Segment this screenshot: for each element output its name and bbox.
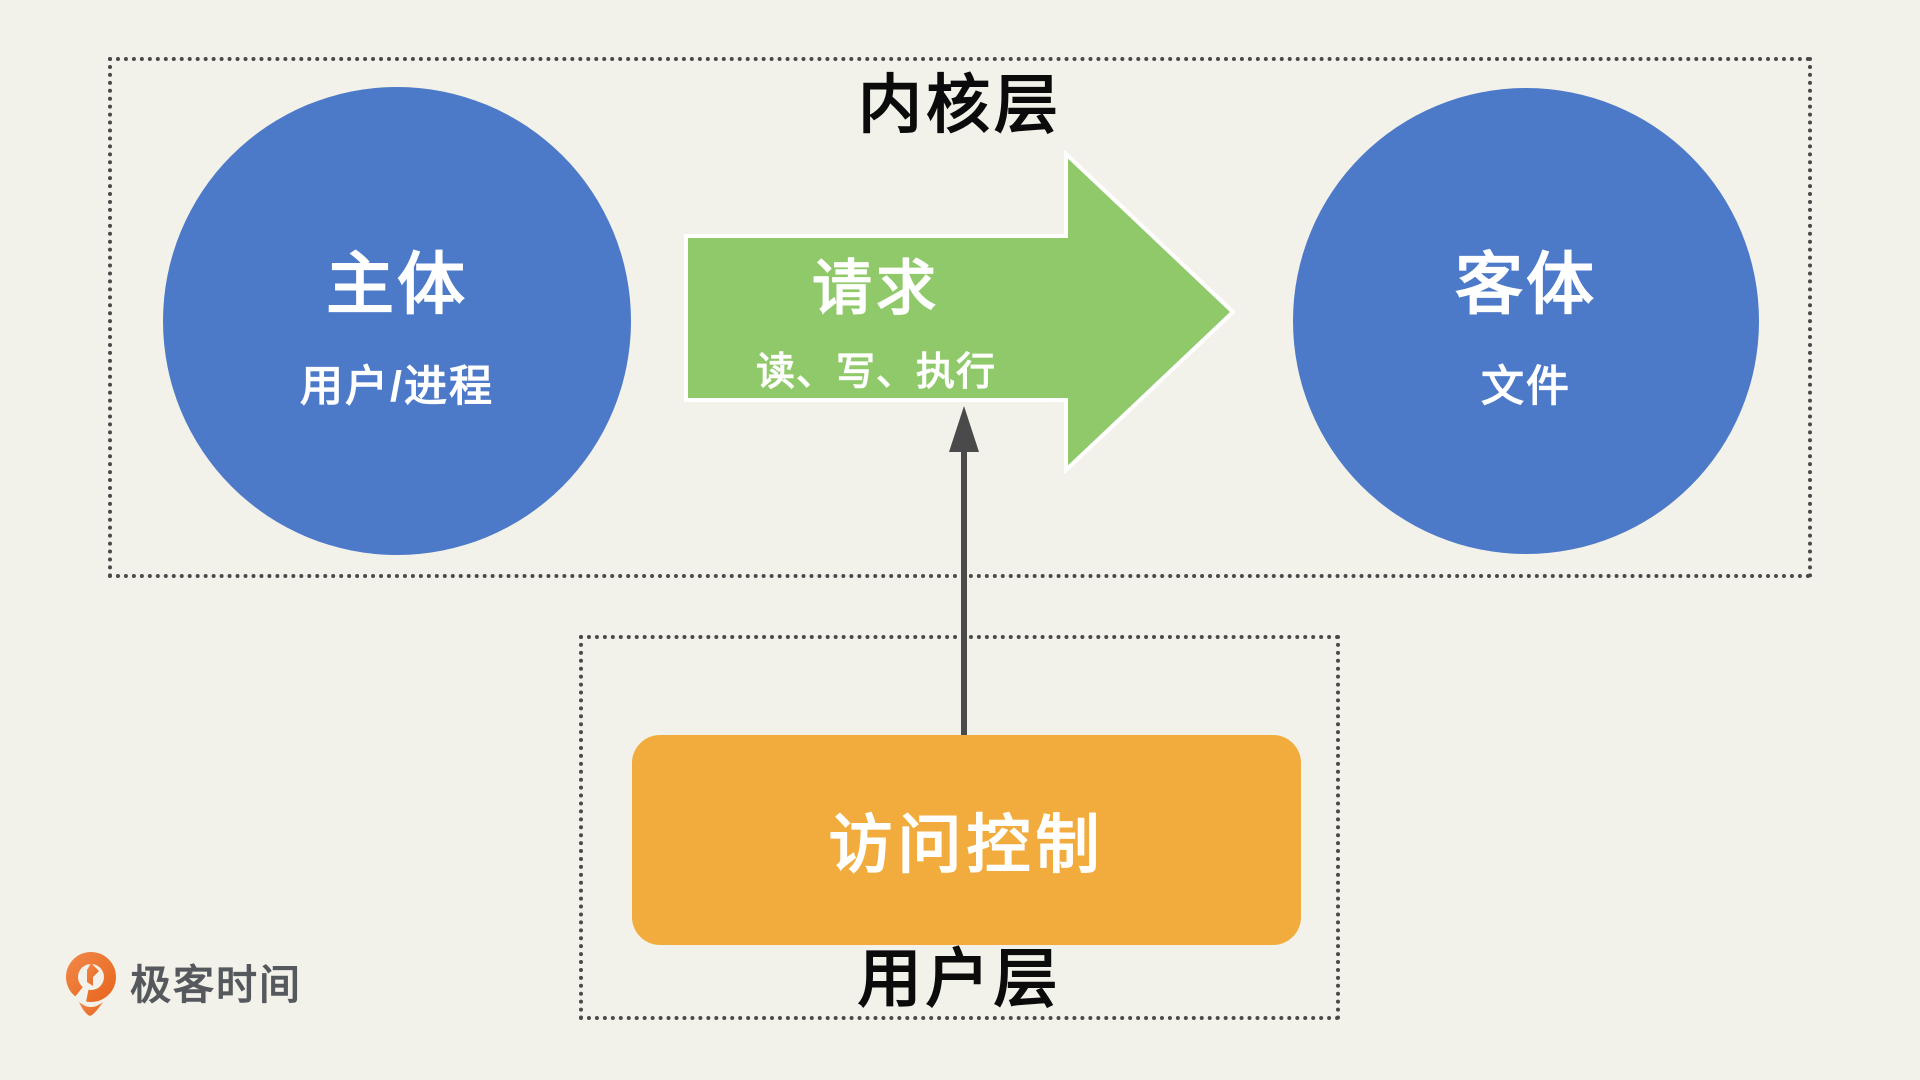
logo-text: 极客时间 xyxy=(130,962,302,1008)
geektime-pin-icon xyxy=(66,952,116,1016)
subject-circle: 主体 用户/进程 xyxy=(163,87,631,555)
access-control-label: 访问控制 xyxy=(828,809,1105,881)
user-layer-title: 用户层 xyxy=(857,943,1062,1015)
subject-title: 主体 xyxy=(325,246,468,323)
subject-subtitle: 用户/进程 xyxy=(300,362,494,411)
object-circle: 客体 文件 xyxy=(1293,88,1759,554)
kernel-layer-title: 内核层 xyxy=(858,69,1062,141)
request-title: 请求 xyxy=(812,254,940,322)
request-arrow-label-group: 请求 读、写、执行 xyxy=(686,236,1066,400)
object-title: 客体 xyxy=(1454,246,1597,323)
kernel-layer-box xyxy=(108,57,1812,578)
user-layer-box xyxy=(579,635,1340,1020)
request-subtitle: 读、写、执行 xyxy=(755,350,996,394)
logo: 极客时间 xyxy=(64,951,302,1017)
access-control-box: 访问控制 xyxy=(632,735,1301,945)
object-subtitle: 文件 xyxy=(1481,362,1571,411)
